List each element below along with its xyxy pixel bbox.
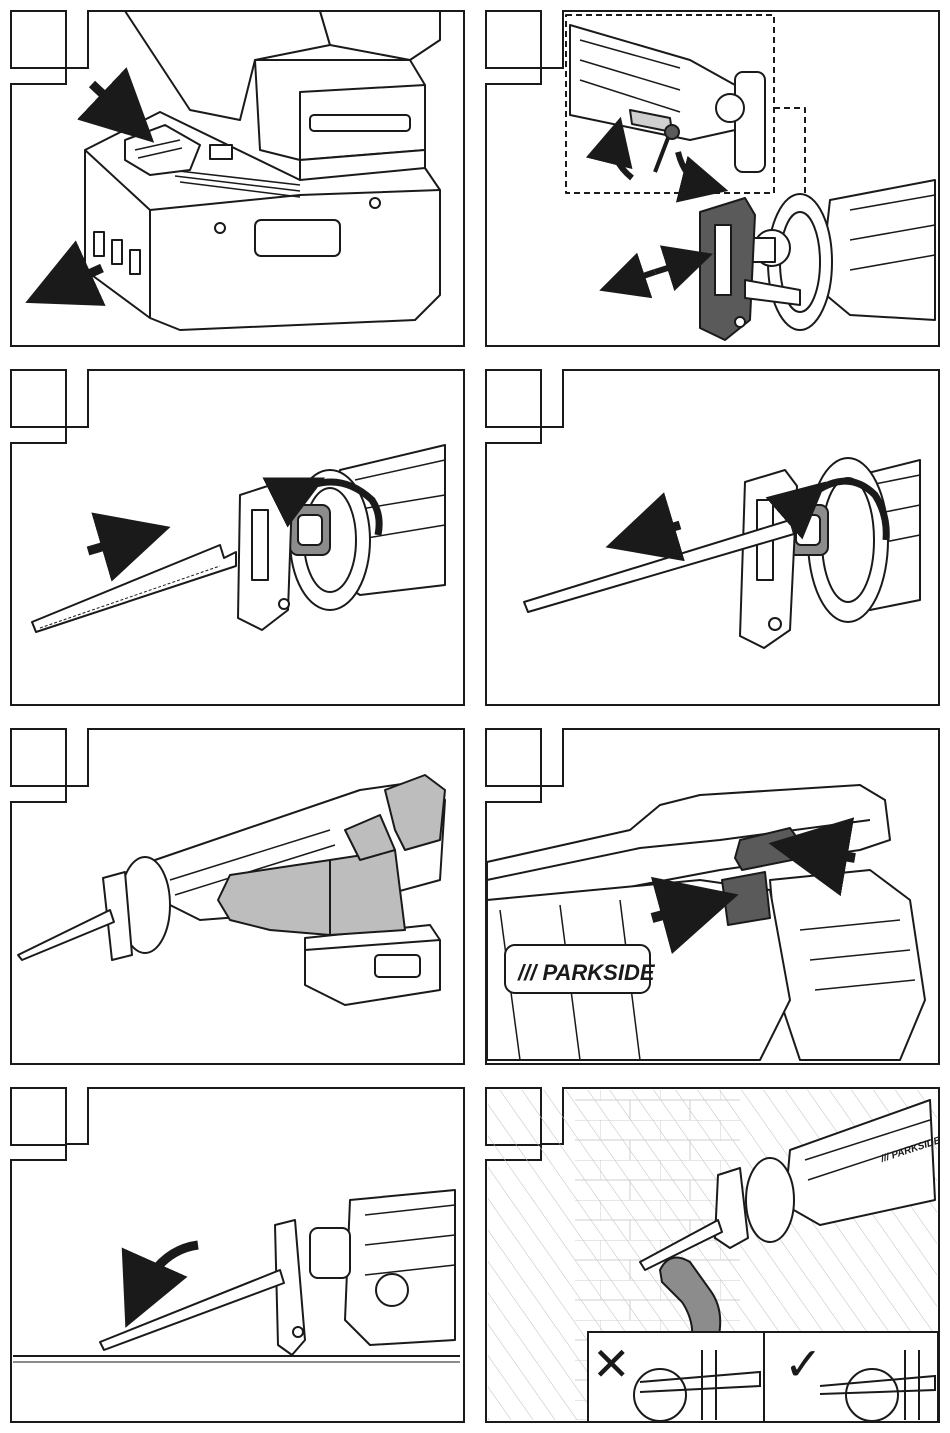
panel-5-illustration — [18, 775, 445, 1005]
arrow-icon — [640, 525, 680, 537]
panel-2-illustration — [566, 15, 935, 340]
cross-icon: ✕ — [592, 1337, 631, 1391]
panel-6-illustration — [487, 785, 925, 1060]
step-box-7 — [11, 1088, 66, 1145]
brand-logo: /// PARKSIDE — [517, 960, 656, 985]
step-box-6 — [486, 729, 541, 786]
rotate-arrow-icon — [140, 1245, 198, 1295]
step-box-3 — [11, 370, 66, 427]
step-box-4 — [486, 370, 541, 427]
step-box-2 — [486, 11, 541, 68]
step-box-1 — [11, 11, 66, 68]
check-icon: ✓ — [784, 1337, 823, 1391]
panel-7-illustration — [13, 1190, 460, 1362]
arrow-icon — [88, 537, 136, 551]
panel-3-illustration — [32, 445, 445, 632]
arrow-icon — [622, 261, 690, 283]
panel-8-illustration: /// PARKSIDE ✕ ✓ — [488, 1090, 942, 1422]
step-box-5 — [11, 729, 66, 786]
panel-1-illustration — [85, 11, 440, 330]
